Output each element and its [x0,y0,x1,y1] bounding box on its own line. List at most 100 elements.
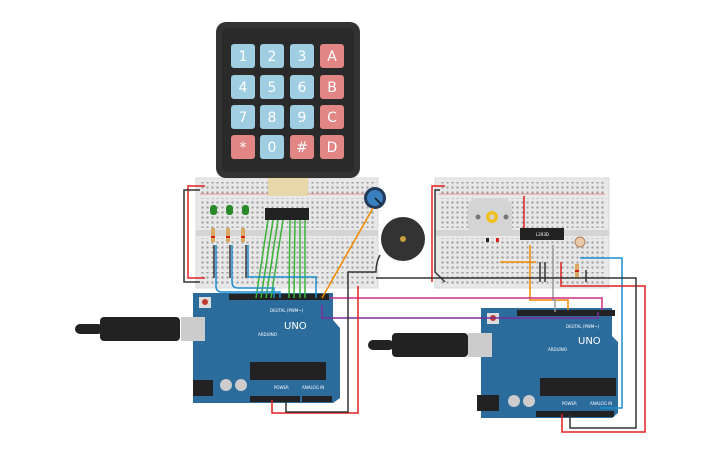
power-label: POWER [274,385,289,390]
key-label: # [296,140,308,156]
power-jack [193,380,213,396]
keypad-key-6[interactable]: 6 [290,75,314,99]
analog-header [302,396,332,402]
arduino-uno-left[interactable]: DIGITAL (PWM~) UNO ARDUINO POWER ANALOG … [181,293,340,403]
keypad-key-7[interactable]: 7 [231,105,255,129]
black-wires [183,189,637,429]
breadboard-left[interactable] [195,177,379,289]
red-wires [187,185,646,433]
digital-label: DIGITAL (PWM~) [566,324,600,329]
resistor-3[interactable] [241,228,245,242]
key-label: 9 [298,110,307,126]
keypad-key-B[interactable]: B [320,75,344,99]
pot-wire [321,207,374,299]
usb-cable-left [75,317,180,341]
key-face [260,135,284,159]
piezo-buzzer[interactable] [381,217,425,261]
uno-label: UNO [284,321,307,332]
keypad-wires [255,219,306,299]
keypad-key-8[interactable]: 8 [260,105,284,129]
key-face [320,44,344,68]
key-label: 3 [298,49,307,65]
key-label: * [240,140,247,156]
key-label: 6 [298,80,307,96]
key-face [260,105,284,129]
chip-label: L293D [536,232,549,237]
power-header [250,396,300,402]
keypad-connector [265,208,309,220]
magenta-wire [330,297,603,310]
key-label: 0 [268,140,277,156]
resistor-2[interactable] [226,228,230,242]
arduino-brand: ARDUINO [548,347,567,352]
key-face [290,75,314,99]
keypad-key-4[interactable]: 4 [231,75,255,99]
power-label: POWER [562,401,577,406]
keypad-key-5[interactable]: 5 [260,75,284,99]
key-label: 4 [239,80,248,96]
dc-motor[interactable] [468,198,512,242]
key-label: 1 [239,49,248,65]
keypad-key-C[interactable]: C [320,105,344,129]
orange-wire [529,245,569,310]
key-face [231,135,255,159]
key-face [290,44,314,68]
key-face [260,75,284,99]
microcontroller [250,362,326,380]
usb-port [181,317,205,341]
key-label: 7 [239,110,248,126]
keypad-key-D[interactable]: D [320,135,344,159]
keypad-key-*[interactable]: * [231,135,255,159]
keypad-key-9[interactable]: 9 [290,105,314,129]
key-face [290,105,314,129]
potentiometer[interactable] [364,187,386,209]
key-face [231,44,255,68]
key-face [231,105,255,129]
power-header [536,411,586,417]
keypad-header-pins [268,178,308,196]
led-wires [215,245,623,409]
wires [183,185,646,433]
key-face [320,75,344,99]
purple-wire [321,305,599,319]
keypad-key-1[interactable]: 1 [231,44,255,68]
keypad-key-A[interactable]: A [320,44,344,68]
key-label: C [327,110,337,126]
microcontroller [540,378,616,396]
analog-label: ANALOG IN [302,385,324,390]
motor-driver-chip[interactable]: L293D [520,228,564,240]
keypad-key-0[interactable]: 0 [260,135,284,159]
arduino-uno-right[interactable]: DIGITAL (PWM~) UNO ARDUINO POWER ANALOG … [468,308,618,418]
key-face [290,135,314,159]
photoresistor[interactable] [574,236,586,248]
keypad-key-2[interactable]: 2 [260,44,284,68]
usb-port [468,333,492,357]
key-label: D [327,140,338,156]
arduino-brand: ARDUINO [258,332,277,337]
key-face [260,44,284,68]
key-label: B [327,80,337,96]
led-green-2[interactable] [226,205,233,215]
led-green-1[interactable] [210,205,217,215]
usb-cable-right [368,333,468,357]
analog-label: ANALOG IN [590,401,612,406]
key-label: 8 [268,110,277,126]
uno-label: UNO [578,336,601,347]
key-label: 2 [268,49,277,65]
resistor-1[interactable] [211,228,215,242]
gray-wire [552,245,556,312]
keypad-key-#[interactable]: # [290,135,314,159]
digital-label: DIGITAL (PWM~) [270,308,304,313]
resistor-4[interactable] [575,264,579,278]
led-green-3[interactable] [242,205,249,215]
key-face [320,105,344,129]
key-face [320,135,344,159]
key-face [231,75,255,99]
power-jack [477,395,499,411]
digital-header [229,294,329,300]
key-label: A [327,49,337,65]
keypad-key-3[interactable]: 3 [290,44,314,68]
